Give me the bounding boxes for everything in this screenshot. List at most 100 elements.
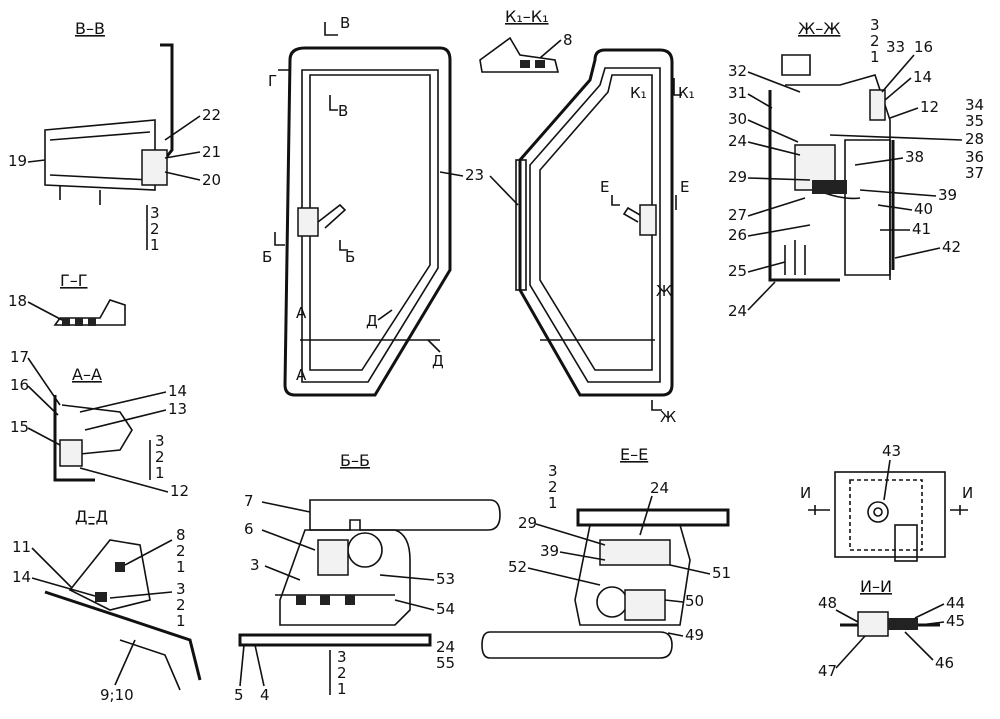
zhzh-label-24b: 24 <box>728 302 747 320</box>
zhzh-label-33: 33 <box>886 38 905 56</box>
mark-d-left: Д <box>366 312 378 330</box>
lock-label-43: 43 <box>882 442 901 460</box>
mark-e-right: Е <box>680 178 689 196</box>
lock-plate <box>834 471 946 558</box>
bb-label-6: 6 <box>244 520 254 538</box>
bb-label-5: 5 <box>234 686 244 704</box>
zhzh-label-27: 27 <box>728 206 747 224</box>
left-door: В Г В Б Б А А Д Д <box>262 14 452 397</box>
dd-label-1b: 1 <box>176 612 186 630</box>
dd-label-8: 8 <box>176 526 186 544</box>
aa-label-2: 2 <box>155 448 165 466</box>
section-bb: Б–Б 7 6 3 53 54 24 55 5 4 3 2 1 <box>234 451 501 704</box>
vv-label-3: 3 <box>150 204 160 222</box>
zhzh-label-41: 41 <box>912 220 931 238</box>
section-kk: К₁–К₁ 8 <box>479 7 573 73</box>
zhzh-label-38: 38 <box>905 148 924 166</box>
title-aa: А–А <box>72 365 102 384</box>
bb-label-53: 53 <box>436 570 455 588</box>
title-zhzh: Ж–Ж <box>798 19 840 38</box>
mark-k1-left: К₁ <box>630 84 647 102</box>
bb-cylinder <box>347 532 383 568</box>
ee-label-2: 2 <box>548 478 558 496</box>
ee-label-50: 50 <box>685 592 704 610</box>
zhzh-label-2a: 2 <box>870 32 880 50</box>
zhzh-housing <box>844 139 891 276</box>
title-vv: В–В <box>75 19 105 38</box>
title-ii: И–И <box>860 577 892 596</box>
vv-label-21: 21 <box>202 143 221 161</box>
vv-label-1: 1 <box>150 236 160 254</box>
section-aa: А–А 17 16 15 14 13 3 2 1 12 <box>10 348 189 500</box>
zhzh-label-26: 26 <box>728 226 747 244</box>
vv-frame <box>158 43 174 166</box>
bb-label-54: 54 <box>436 600 455 618</box>
zhzh-label-31: 31 <box>728 84 747 102</box>
kk-label-8: 8 <box>563 31 573 49</box>
zhzh-label-29: 29 <box>728 168 747 186</box>
aa-label-16: 16 <box>10 376 29 394</box>
right-door-inner <box>529 67 661 383</box>
right-door: К₁ К₁ Е Е Ж Ж <box>515 48 695 426</box>
dd-label-14: 14 <box>12 568 31 586</box>
zhzh-label-25: 25 <box>728 262 747 280</box>
dd-label-1a: 1 <box>176 558 186 576</box>
zhzh-label-37: 37 <box>965 164 984 182</box>
lock-label-48: 48 <box>818 594 837 612</box>
ee-label-39: 39 <box>540 542 559 560</box>
gg-label-18: 18 <box>8 292 27 310</box>
section-zhzh: Ж–Ж 3 2 1 32 33 16 14 31 12 34 35 30 28 … <box>728 16 984 320</box>
aa-frame <box>53 395 95 482</box>
mark-g: Г <box>268 72 277 90</box>
vv-lock-block <box>141 149 168 186</box>
ee-cylinder <box>596 586 628 618</box>
left-door-glass <box>309 74 431 371</box>
bb-label-3b: 3 <box>337 648 347 666</box>
left-door-handle <box>317 203 347 229</box>
zhzh-label-39: 39 <box>938 186 957 204</box>
zhzh-cap <box>781 54 811 76</box>
section-dd: Д–Д 11 14 8 2 1 3 2 1 9;10 <box>12 507 202 704</box>
ee-label-49: 49 <box>685 626 704 644</box>
zhzh-label-42: 42 <box>942 238 961 256</box>
ii-lock-body <box>857 611 889 637</box>
aa-label-17: 17 <box>10 348 29 366</box>
ee-mechanism <box>599 539 671 566</box>
ee-label-3: 3 <box>548 462 558 480</box>
lock-mark-i-right: И <box>962 484 973 502</box>
left-door-inner <box>301 69 439 383</box>
lock-label-47: 47 <box>818 662 837 680</box>
dd-label-9-10: 9;10 <box>100 686 134 704</box>
lock-label-46: 46 <box>935 654 954 672</box>
zhzh-label-14: 14 <box>913 68 932 86</box>
bb-label-2b: 2 <box>337 664 347 682</box>
aa-label-12: 12 <box>170 482 189 500</box>
ee-label-24: 24 <box>650 479 669 497</box>
bb-housing <box>279 529 411 626</box>
ee-top-plate <box>576 508 730 527</box>
zhzh-label-32: 32 <box>728 62 747 80</box>
title-bb: Б–Б <box>340 451 370 470</box>
title-ee: Е–Е <box>620 445 648 464</box>
section-lock: 43 И И И–И 48 44 45 47 46 <box>800 442 973 680</box>
dd-label-2a: 2 <box>176 542 186 560</box>
bb-label-4: 4 <box>260 686 270 704</box>
bb-plate <box>238 633 432 647</box>
label-23: 23 <box>465 166 484 184</box>
ee-housing <box>574 524 691 626</box>
zhzh-body-left <box>768 90 840 282</box>
mark-v-mid: В <box>338 102 348 120</box>
section-ee: Е–Е 3 2 1 24 29 39 52 51 50 49 <box>481 445 731 659</box>
lock-cylinder <box>867 501 889 523</box>
vv-label-22: 22 <box>202 106 221 124</box>
mark-e-left: Е <box>600 178 609 196</box>
right-door-hinge-strip <box>515 159 527 291</box>
mark-b-right: Б <box>345 248 355 266</box>
bb-label-1b: 1 <box>337 680 347 698</box>
left-door-lock <box>297 207 319 237</box>
mark-zh-bottom: Ж <box>660 408 676 426</box>
left-door-outer <box>283 46 452 397</box>
aa-label-14: 14 <box>168 382 187 400</box>
